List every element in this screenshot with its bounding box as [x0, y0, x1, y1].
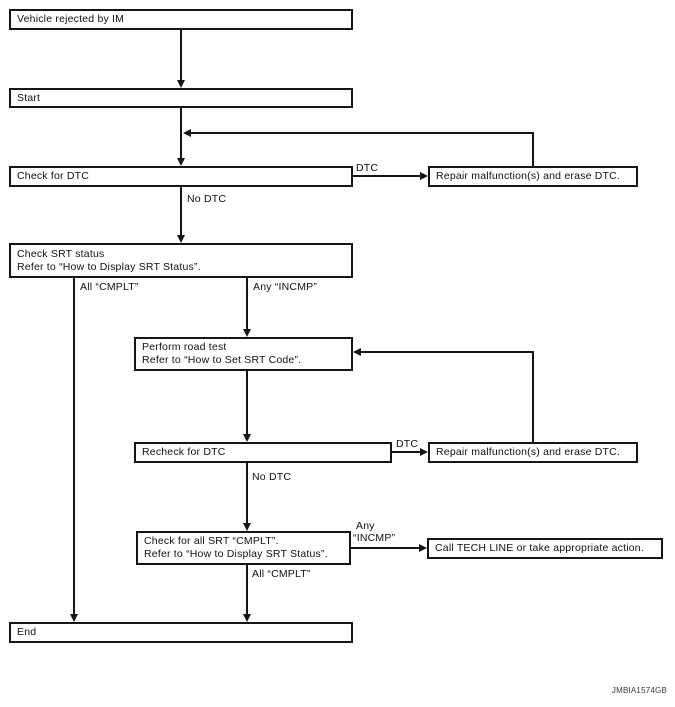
connector-loop2-vertical: [532, 351, 534, 442]
edge-label-no-dtc-2: No DTC: [252, 471, 292, 483]
flow-box-check-srt-line1: Check SRT status: [17, 247, 105, 260]
connector-loop1-horizontal: [191, 132, 534, 134]
connector-recheck-to-repair2: [392, 451, 420, 453]
flow-box-recheck-dtc: Recheck for DTC: [134, 442, 392, 463]
connector-check-all-to-end: [246, 565, 248, 615]
figure-code: JMBIA1574GB: [611, 686, 667, 695]
flow-box-call-tech-line: Call TECH LINE or take appropriate actio…: [427, 538, 663, 559]
edge-label-dtc-1: DTC: [356, 162, 379, 174]
arrowhead-down-into-recheck: [243, 434, 251, 442]
edge-label-no-dtc-1: No DTC: [187, 193, 227, 205]
connector-check-dtc-to-repair1: [353, 175, 420, 177]
arrowhead-down-into-check-all: [243, 523, 251, 531]
flow-box-vehicle-rejected: Vehicle rejected by IM: [9, 9, 353, 30]
flow-box-vehicle-rejected-label: Vehicle rejected by IM: [17, 13, 125, 25]
connector-road-test-to-recheck: [246, 371, 248, 435]
flow-box-start-label: Start: [17, 91, 41, 104]
edge-label-any-incmp-2-line2: “INCMP”: [353, 532, 396, 544]
arrowhead-down-into-start: [177, 80, 185, 88]
connector-recheck-to-check-all: [246, 463, 248, 524]
edge-label-all-cmplt-1: All “CMPLT”: [80, 281, 139, 293]
edge-label-dtc-2: DTC: [396, 438, 419, 450]
connector-any-incmp-to-road-test: [246, 278, 248, 330]
arrowhead-right-into-repair2: [420, 448, 428, 456]
connector-loop2-horizontal: [361, 351, 534, 353]
flow-box-road-test-line2: Refer to “How to Set SRT Code”.: [142, 354, 302, 366]
arrowhead-down-into-end-left: [70, 614, 78, 622]
flow-box-repair-1-label: Repair malfunction(s) and erase DTC.: [436, 170, 621, 182]
flow-box-end: End: [9, 622, 353, 643]
arrowhead-down-into-check-srt: [177, 235, 185, 243]
connector-check-all-to-call-tech: [351, 547, 419, 549]
flow-box-start: Start: [9, 88, 353, 108]
flow-box-check-srt-line2: Refer to “How to Display SRT Status”.: [17, 260, 201, 273]
arrowhead-left-loop1: [183, 129, 191, 137]
flow-box-check-dtc: Check for DTC: [9, 166, 353, 187]
arrowhead-right-into-call-tech: [419, 544, 427, 552]
flow-box-road-test-line1: Perform road test: [142, 341, 227, 353]
flow-box-road-test: Perform road test Refer to “How to Set S…: [134, 337, 353, 371]
connector-all-cmplt-to-end: [73, 278, 75, 615]
flow-box-check-all-srt: Check for all SRT “CMPLT”. Refer to “How…: [136, 531, 351, 565]
edge-label-all-cmplt-2: All “CMPLT”: [252, 568, 311, 580]
flow-box-check-dtc-label: Check for DTC: [17, 170, 90, 182]
arrowhead-down-into-check-dtc: [177, 158, 185, 166]
arrowhead-down-into-road-test: [243, 329, 251, 337]
flow-box-recheck-dtc-label: Recheck for DTC: [142, 446, 226, 458]
flow-box-check-all-srt-line1: Check for all SRT “CMPLT”.: [144, 535, 279, 547]
connector-check-dtc-to-check-srt: [180, 187, 182, 236]
connector-loop1-vertical: [532, 132, 534, 166]
flow-box-check-srt-status: Check SRT status Refer to “How to Displa…: [9, 243, 353, 278]
edge-label-any-incmp-1: Any “INCMP”: [253, 281, 318, 293]
connector-vehicle-to-start: [180, 30, 182, 81]
arrowhead-right-into-repair1: [420, 172, 428, 180]
flow-box-check-all-srt-line2: Refer to “How to Display SRT Status”.: [144, 548, 328, 560]
flow-box-call-tech-line-label: Call TECH LINE or take appropriate actio…: [435, 542, 644, 554]
connector-start-to-check-dtc: [180, 108, 182, 159]
flow-box-repair-2: Repair malfunction(s) and erase DTC.: [428, 442, 638, 463]
edge-label-any-incmp-2-line1: Any: [356, 520, 375, 532]
arrowhead-left-into-road-test: [353, 348, 361, 356]
arrowhead-down-into-end-right: [243, 614, 251, 622]
flow-box-end-label: End: [17, 626, 37, 638]
flow-box-repair-1: Repair malfunction(s) and erase DTC.: [428, 166, 638, 187]
flow-box-repair-2-label: Repair malfunction(s) and erase DTC.: [436, 446, 621, 458]
